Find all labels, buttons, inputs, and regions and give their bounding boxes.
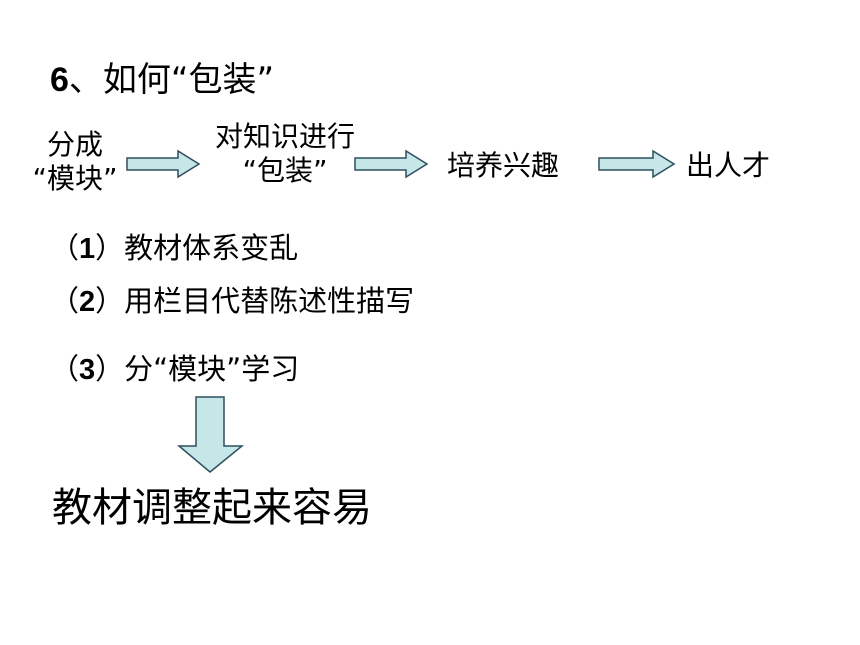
flow-step-talent: 出人才 [686,149,771,182]
flow-step-modules: 分成 “模块” [20,128,130,196]
item-text: ）教材体系变乱 [95,231,299,265]
flow-arrow-1-icon [126,149,201,179]
item-number: 2 [79,286,96,318]
flow-arrow-3-icon [598,149,676,179]
flow-step-interest: 培养兴趣 [447,149,560,182]
result-text: 教材调整起来容易 [52,485,372,531]
list-item: （2）用栏目代替陈述性描写 [50,281,414,322]
item-open-paren: （ [50,352,80,386]
flow-step-packaging: 对知识进行 “包装” [200,120,370,188]
down-arrow-icon [176,396,245,473]
flow-step-packaging-line2: “包装” [242,154,328,187]
title-number: 6 [50,61,69,99]
flow-step-modules-line2: “模块” [32,162,118,195]
list-item: （1）教材体系变乱 [50,228,298,269]
flow-step-packaging-line1: 对知识进行 [214,120,355,153]
item-open-paren: （ [50,231,80,265]
item-text: ）分“模块”学习 [95,352,300,386]
item-number: 3 [79,354,96,386]
list-item: （3）分“模块”学习 [50,349,299,390]
slide-title: 6、如何“包装” [50,58,274,102]
flow-arrow-2-icon [354,149,429,179]
item-text: ）用栏目代替陈述性描写 [95,284,415,318]
item-open-paren: （ [50,284,80,318]
title-text: 、如何“包装” [68,60,275,100]
flow-step-modules-line1: 分成 [46,128,103,161]
item-number: 1 [79,233,96,265]
